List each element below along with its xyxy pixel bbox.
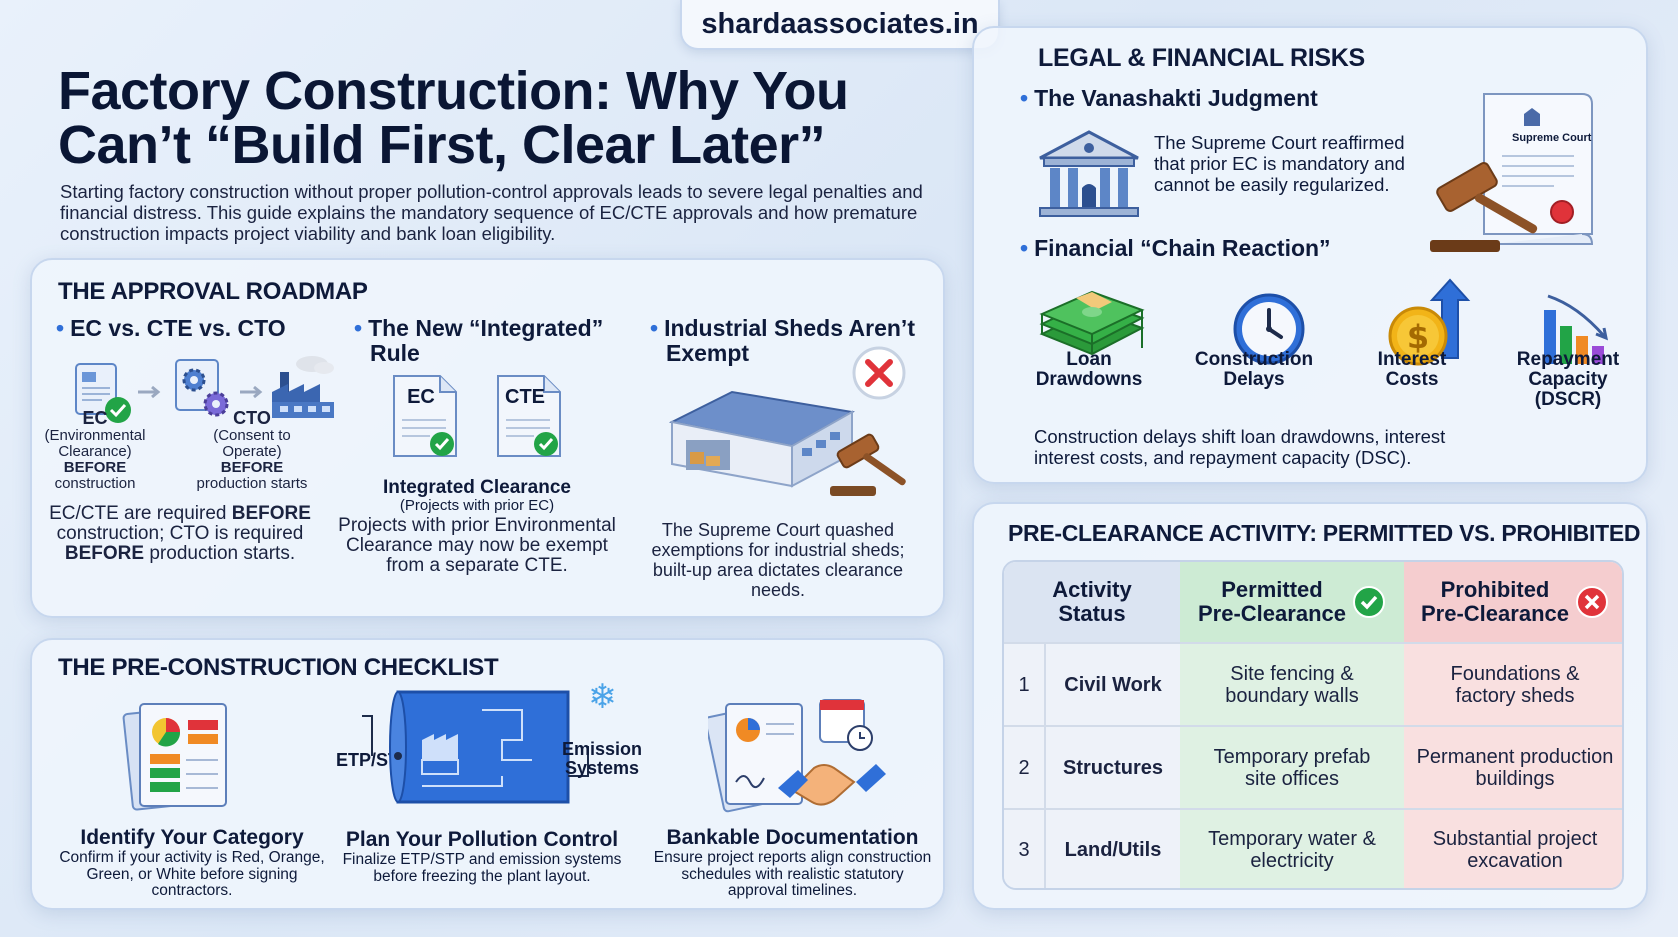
site-url-tab[interactable]: shardaassociates.in (680, 0, 1000, 50)
red-x-icon (852, 346, 906, 400)
row-3-permitted: Temporary water & electricity (1208, 828, 1376, 872)
x-circle-icon (1575, 586, 1608, 618)
table-title: PRE-CLEARANCE ACTIVITY: PERMITTED VS. PR… (1008, 520, 1641, 546)
row-3-number: 3 (1018, 839, 1030, 861)
vanashakti-body: The Supreme Court reaffirmed that prior … (1154, 132, 1405, 195)
interest-cost-icon: $ (1388, 278, 1471, 366)
page-title: Factory Construction: Why You Can’t “Bui… (58, 64, 918, 172)
integrated-clearance-caption: Integrated Clearance (Projects with prio… (383, 477, 571, 514)
checklist-title: THE PRE-CONSTRUCTION CHECKLIST (58, 654, 499, 681)
supreme-court-document-gavel-icon (1430, 93, 1594, 252)
emission-systems-label: Emission Systems (562, 739, 643, 778)
roadmap-col1-summary: EC/CTE are required BEFORE construction;… (49, 503, 311, 564)
checklist-item-pollution: Plan Your Pollution Control Finalize ETP… (342, 828, 622, 885)
arrow-right-icon (138, 385, 161, 399)
approval-roadmap-card: THE APPROVAL ROADMAP •EC vs. CTE vs. CTO (30, 258, 945, 618)
arrow-right-icon (240, 385, 263, 399)
cto-caption: CTO (Consent to Operate) BEFORE producti… (196, 408, 308, 492)
vanashakti-heading: •The Vanashakti Judgment (1020, 85, 1318, 111)
checklist-item-bankable: Bankable Documentation Ensure project re… (653, 826, 932, 899)
roadmap-col2-body: Projects with prior Environmental Cleara… (338, 515, 616, 576)
roadmap-title: THE APPROVAL ROADMAP (58, 278, 368, 305)
row-3-prohibited: Substantial project excavation (1432, 828, 1598, 872)
legal-financial-risks-card: LEGAL & FINANCIAL RISKS •The Vanashakti … (972, 26, 1648, 484)
clock-icon (1233, 293, 1305, 365)
checklist-card: THE PRE-CONSTRUCTION CHECKLIST ETP/STP ❄… (30, 638, 945, 910)
dollar-symbol: $ (1407, 318, 1429, 356)
check-circle-icon (1352, 586, 1385, 618)
intro-paragraph: Starting factory construction without pr… (60, 181, 923, 244)
money-stack-icon (1039, 290, 1145, 356)
gears-icon (175, 359, 229, 417)
row-1-permitted: Site fencing & boundary walls (1225, 662, 1359, 707)
bankable-documents-handshake-icon (708, 699, 886, 813)
row-3-activity: Land/Utils (1064, 839, 1162, 861)
risks-title: LEGAL & FINANCIAL RISKS (1038, 44, 1365, 72)
page-title-line-2: Can’t “Build First, Clear Later” (58, 115, 826, 175)
factory-icon (272, 356, 334, 418)
chain-reaction-heading: •Financial “Chain Reaction” (1020, 235, 1331, 261)
chain-reaction-body: Construction delays shift loan drawdowns… (1034, 426, 1446, 468)
roadmap-col2-heading: •The New “Integrated” Rule (354, 315, 604, 366)
cte-doc-icon: CTE (494, 372, 566, 460)
declining-chart-icon (1544, 294, 1609, 364)
supreme-court-doc-label: Supreme Court (1512, 132, 1592, 144)
row-1-prohibited: Foundations & factory sheds (1450, 662, 1580, 707)
category-document-icon (122, 703, 227, 811)
pollution-blueprint-icon: ❄ (362, 680, 617, 804)
ec-doc-icon: EC (390, 372, 462, 460)
checklist-item-category: Identify Your Category Confirm if your a… (59, 826, 325, 899)
ec-document-icon (75, 363, 131, 423)
svg-text:❄: ❄ (588, 680, 617, 717)
courthouse-icon (1039, 130, 1139, 217)
site-url: shardaassociates.in (701, 7, 979, 40)
row-2-permitted: Temporary prefab site offices (1213, 745, 1371, 790)
roadmap-col3-heading: •Industrial Sheds Aren’t Exempt (650, 315, 915, 366)
gavel-icon (830, 433, 906, 496)
ec-doc-label: EC (407, 386, 435, 408)
roadmap-col1-heading: •EC vs. CTE vs. CTO (56, 315, 286, 341)
cte-doc-label: CTE (505, 386, 545, 408)
page-title-line-1: Factory Construction: Why You (58, 61, 849, 121)
roadmap-col3-body: The Supreme Court quashed exemptions for… (651, 520, 905, 600)
row-2-activity: Structures (1062, 756, 1164, 779)
row-1-activity: Civil Work (1064, 673, 1162, 696)
ec-caption: EC (Environmental Clearance) BEFORE cons… (44, 408, 146, 492)
row-2-number: 2 (1018, 756, 1030, 779)
row-2-prohibited: Permanent production buildings (1416, 745, 1614, 790)
row-1-number: 1 (1018, 673, 1030, 696)
